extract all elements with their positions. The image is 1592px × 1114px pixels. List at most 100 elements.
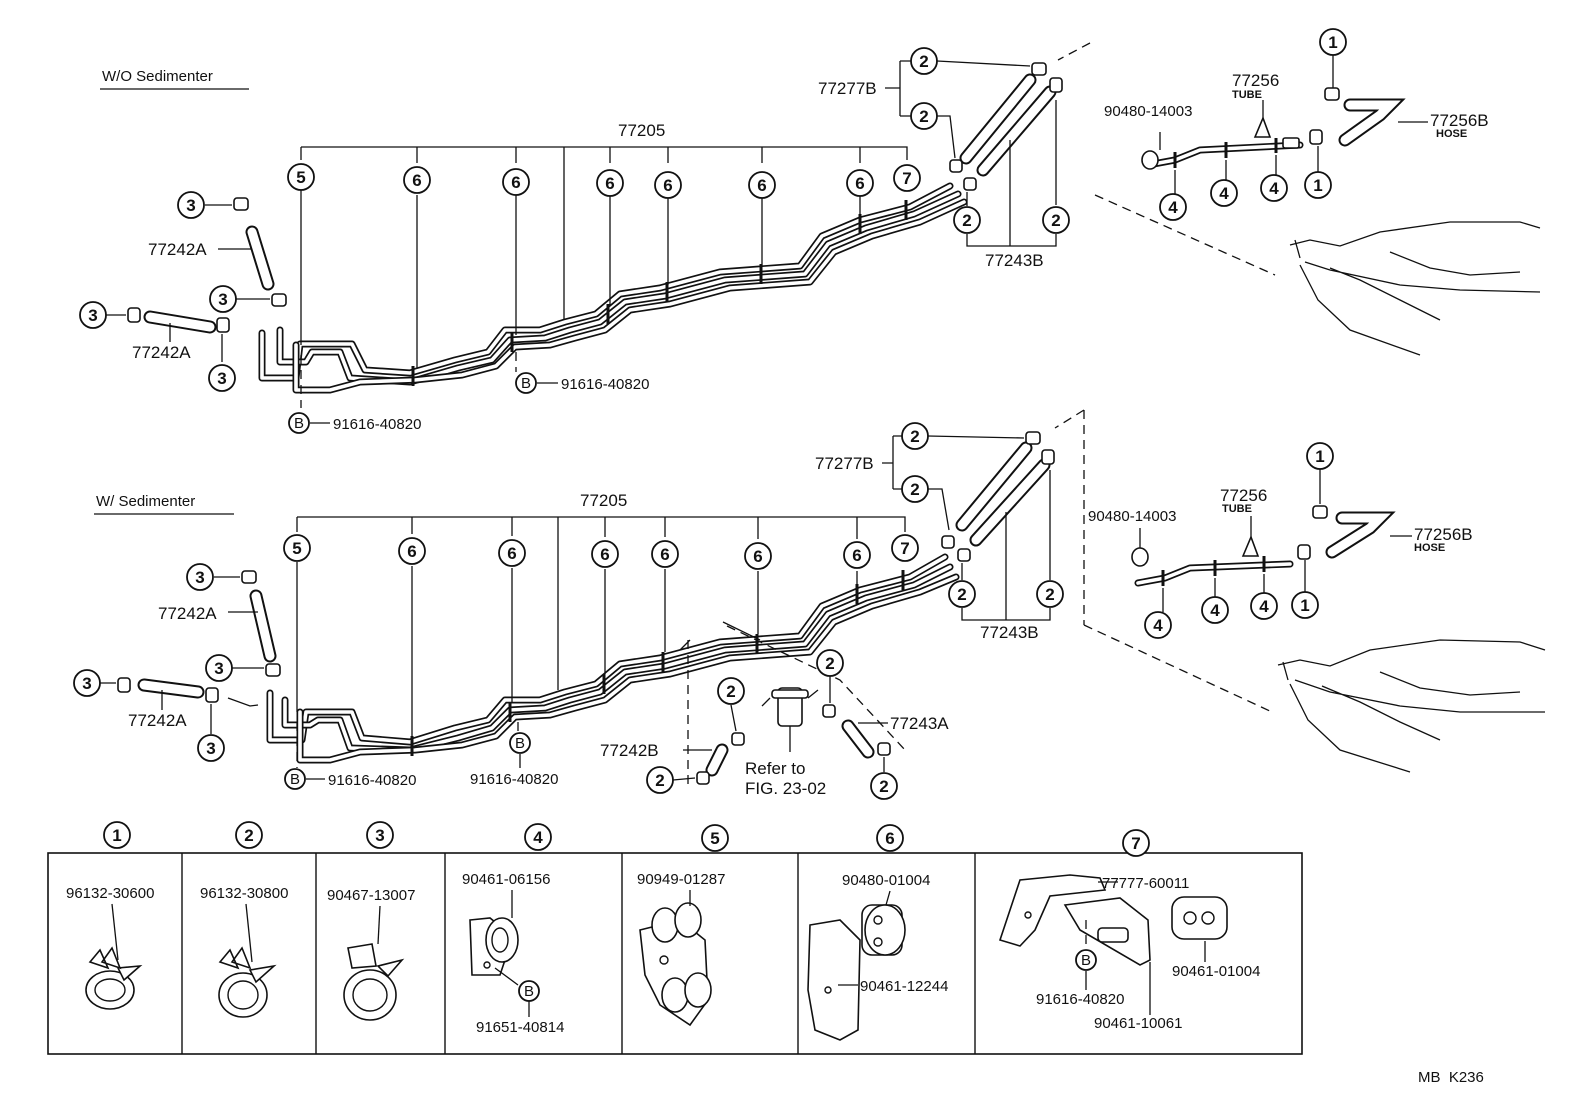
upper-callout-6b: 6 <box>502 168 530 196</box>
lower-fuel-tank <box>1277 639 1546 773</box>
lower-hose-77242b <box>705 743 729 777</box>
svg-text:7: 7 <box>900 539 909 558</box>
upper-label-91616-a: 91616-40820 <box>333 416 421 433</box>
svg-text:2: 2 <box>244 826 253 845</box>
tube-clip-icon <box>469 890 519 986</box>
lower-label-91616-b: 91616-40820 <box>470 771 558 788</box>
upper-hose-77242a-horizontal <box>143 310 217 334</box>
upper-heading: W/O Sedimenter <box>102 68 213 85</box>
svg-text:1: 1 <box>1300 596 1309 615</box>
upper-assembly: W/O Sedimenter 77205 5 <box>79 28 1541 434</box>
upper-callout-7: 7 <box>893 164 921 192</box>
lower-callout-3a: 3 <box>186 563 214 591</box>
lower-callout-6d: 6 <box>651 540 679 568</box>
mounting-bracket-icon <box>998 874 1228 966</box>
upper-callout-1a: 1 <box>1319 28 1347 56</box>
legend-table: 1 2 3 4 5 6 7 96132-30600 96132-30800 90… <box>47 821 1303 1055</box>
lower-callout-5: 5 <box>283 534 311 562</box>
svg-text:1: 1 <box>1328 33 1337 52</box>
lower-hose-77242a-vertical <box>249 589 277 663</box>
lower-callout-6e: 6 <box>744 542 772 570</box>
legend-part-96132-30600: 96132-30600 <box>66 885 154 902</box>
upper-callout-3b: 3 <box>209 285 237 313</box>
lower-callout-3c: 3 <box>73 669 101 697</box>
svg-text:6: 6 <box>753 547 762 566</box>
svg-text:3: 3 <box>206 739 215 758</box>
lower-label-77277b: 77277B <box>815 454 874 473</box>
lower-callout-2b <box>901 475 929 503</box>
upper-label-77205: 77205 <box>618 121 665 140</box>
legend-number-4: 4 <box>524 823 552 851</box>
svg-text:B: B <box>294 415 304 432</box>
lower-label-tube: TUBE <box>1222 503 1252 515</box>
svg-text:3: 3 <box>186 196 195 215</box>
svg-text:7: 7 <box>902 169 911 188</box>
legend-part-91651-40814: 91651-40814 <box>476 1019 564 1036</box>
legend-part-90461-06156: 90461-06156 <box>462 871 550 888</box>
svg-text:1: 1 <box>1315 447 1324 466</box>
hose-clamp-large-icon <box>218 903 277 1018</box>
svg-text:4: 4 <box>533 828 543 847</box>
sedimenter-filter <box>761 687 819 752</box>
lower-label-91616-a: 91616-40820 <box>328 772 416 789</box>
svg-text:6: 6 <box>605 174 614 193</box>
upper-label-hose: HOSE <box>1436 128 1467 140</box>
svg-text:B: B <box>521 375 531 392</box>
upper-tube-77256 <box>1141 115 1304 170</box>
diagram-code: MB K236 <box>1418 1069 1484 1086</box>
svg-text:3: 3 <box>217 369 226 388</box>
legend-number-7: 7 <box>1122 829 1150 857</box>
svg-text:4: 4 <box>1219 184 1229 203</box>
lower-callout-2c <box>948 580 976 608</box>
lower-callout-7: 7 <box>891 534 919 562</box>
lower-label-77205: 77205 <box>580 491 627 510</box>
svg-text:B: B <box>515 735 525 752</box>
lower-heading: W/ Sedimenter <box>96 493 195 510</box>
hose-clamp-icon <box>85 903 143 1010</box>
upper-callout-4a: 4 <box>1159 193 1187 221</box>
svg-text:6: 6 <box>852 546 861 565</box>
lower-callout-2f <box>646 766 674 794</box>
svg-text:4: 4 <box>1168 198 1178 217</box>
lower-callout-6f: 6 <box>843 541 871 569</box>
upper-label-77242a-2: 77242A <box>132 343 191 362</box>
svg-text:6: 6 <box>757 176 766 195</box>
upper-label-tube: TUBE <box>1232 89 1262 101</box>
legend-part-91616-40820: 91616-40820 <box>1036 991 1124 1008</box>
svg-text:3: 3 <box>88 306 97 325</box>
lower-callout-2e <box>717 677 745 705</box>
lower-callout-6b: 6 <box>498 539 526 567</box>
lower-label-77242b: 77242B <box>600 741 659 760</box>
lower-bolt-b-2: B <box>509 732 531 754</box>
upper-fuel-tank <box>1289 221 1541 356</box>
svg-text:1: 1 <box>112 826 121 845</box>
legend-part-90467-13007: 90467-13007 <box>327 887 415 904</box>
upper-label-90480: 90480-14003 <box>1104 103 1192 120</box>
lower-label-77242a-2: 77242A <box>128 711 187 730</box>
upper-callout-4c: 4 <box>1260 174 1288 202</box>
lower-callout-2d <box>1036 580 1064 608</box>
upper-callout-6d: 6 <box>654 171 682 199</box>
lower-label-hose: HOSE <box>1414 542 1445 554</box>
upper-callout-3a: 3 <box>177 191 205 219</box>
legend-part-90461-01004: 90461-01004 <box>1172 963 1260 980</box>
lower-hose-77256b <box>1325 511 1396 559</box>
legend-part-90949-01287: 90949-01287 <box>637 871 725 888</box>
lower-tube-77256 <box>1131 534 1294 587</box>
upper-bolt-b-1: B <box>288 412 310 434</box>
upper-label-77277b: 77277B <box>818 79 877 98</box>
lower-label-77256b: 77256B <box>1414 525 1473 544</box>
svg-text:6: 6 <box>412 171 421 190</box>
upper-callout-2a <box>910 47 938 75</box>
upper-callout-6f: 6 <box>846 169 874 197</box>
lower-label-90480: 90480-14003 <box>1088 508 1176 525</box>
upper-callout-6e: 6 <box>748 171 776 199</box>
legend-part-77777-60011: 77777-60011 <box>1102 875 1189 892</box>
svg-text:3: 3 <box>195 568 204 587</box>
svg-text:4: 4 <box>1210 601 1220 620</box>
svg-text:4: 4 <box>1269 179 1279 198</box>
spring-clamp-icon <box>343 905 405 1021</box>
svg-text:B: B <box>290 771 300 788</box>
svg-text:B: B <box>1081 952 1091 969</box>
